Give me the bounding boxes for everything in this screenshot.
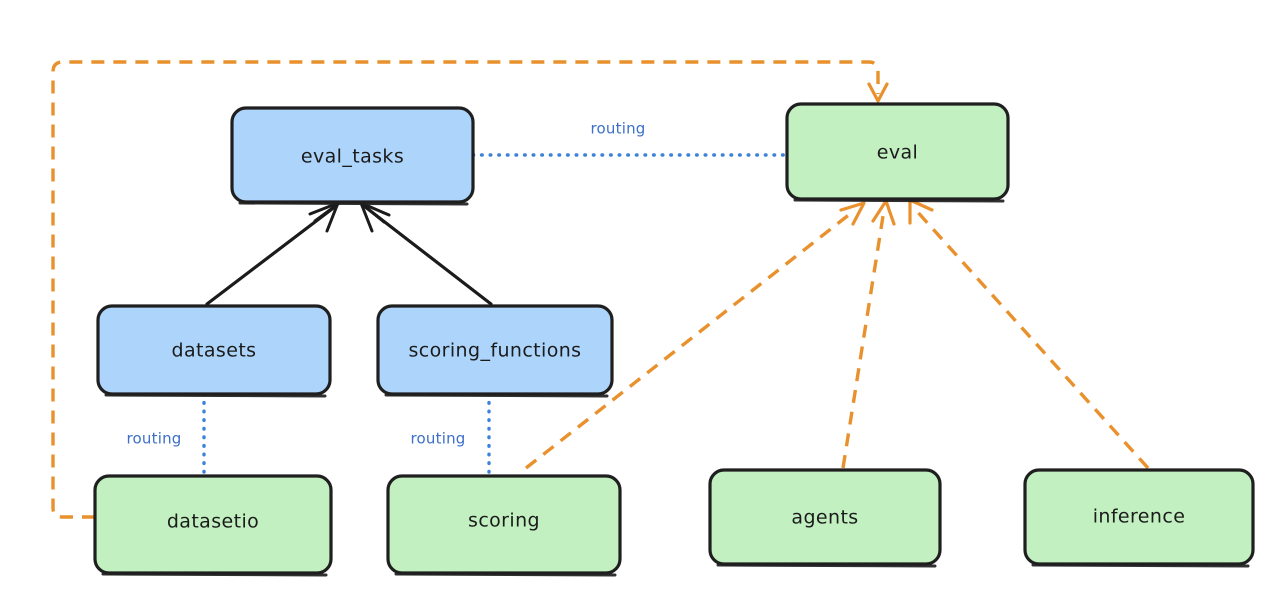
node-scoring-functions[interactable]: scoring_functions	[376, 304, 614, 398]
node-eval-tasks-label: eval_tasks	[301, 146, 404, 168]
node-datasets[interactable]: datasets	[96, 304, 332, 398]
node-datasetio[interactable]: datasetio	[93, 474, 333, 577]
node-datasets-label: datasets	[172, 340, 257, 362]
node-eval-label: eval	[877, 142, 918, 164]
node-datasetio-label: datasetio	[167, 511, 259, 533]
routing-label-datasetio: routing	[127, 430, 182, 448]
node-eval[interactable]: eval	[785, 102, 1010, 203]
edge-label-routing-left: routing	[110, 426, 198, 450]
routing-label-eval: routing	[591, 120, 646, 138]
routing-label-scoring: routing	[411, 430, 466, 448]
node-agents-label: agents	[791, 507, 858, 529]
edge-scoring-functions-to-eval-tasks	[359, 201, 493, 306]
edge-datasetio-to-eval	[51, 60, 889, 519]
node-inference-label: inference	[1093, 506, 1186, 528]
node-scoring[interactable]: scoring	[386, 474, 622, 577]
node-scoring-functions-label: scoring_functions	[409, 340, 582, 362]
edge-label-routing-mid: routing	[394, 426, 482, 450]
node-agents[interactable]: agents	[708, 468, 942, 568]
edge-scoring-to-eval	[524, 201, 866, 470]
edge-inference-to-eval	[908, 198, 1150, 470]
edge-datasets-to-eval-tasks	[205, 201, 340, 306]
edge-agents-to-eval	[841, 199, 896, 469]
node-inference[interactable]: inference	[1023, 468, 1255, 568]
node-eval-tasks[interactable]: eval_tasks	[230, 106, 475, 206]
node-scoring-label: scoring	[468, 510, 540, 532]
edge-label-routing-top: routing	[572, 116, 664, 140]
